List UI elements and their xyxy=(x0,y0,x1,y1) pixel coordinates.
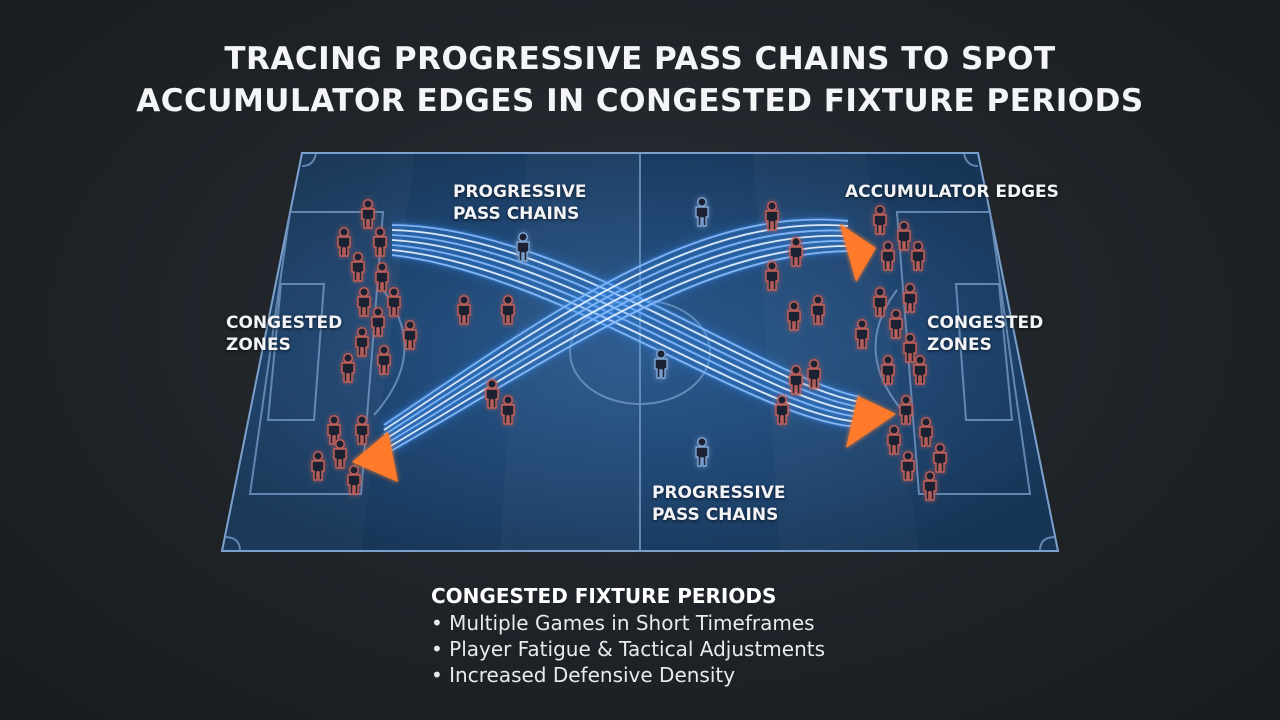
label-progressive-pass-chains-bottom: PROGRESSIVE PASS CHAINS xyxy=(652,483,786,525)
legend-item: Multiple Games in Short Timeframes xyxy=(431,610,825,636)
player-icon xyxy=(923,471,937,501)
title-line-2: ACCUMULATOR EDGES IN CONGESTED FIXTURE P… xyxy=(136,83,1144,119)
player-icon xyxy=(347,465,361,495)
player-icon xyxy=(373,227,387,257)
pass-chain-right-to-left xyxy=(382,217,849,458)
player-icon xyxy=(375,262,389,292)
player-icon xyxy=(913,355,927,385)
player-icon xyxy=(403,320,417,350)
player-icon xyxy=(361,199,375,229)
player-icon xyxy=(881,241,895,271)
player-icon xyxy=(899,395,913,425)
player-icon xyxy=(897,221,911,251)
legend-list: Multiple Games in Short Timeframes Playe… xyxy=(431,610,825,688)
player-icon xyxy=(903,333,917,363)
player-icon xyxy=(787,301,801,331)
player-icon xyxy=(765,201,779,231)
label-congested-zones-right: CONGESTED ZONES xyxy=(927,313,1044,355)
player-icon xyxy=(311,451,325,481)
player-icon xyxy=(765,261,779,291)
player-icon xyxy=(695,197,709,227)
player-icon xyxy=(873,287,887,317)
player-icon xyxy=(775,395,789,425)
player-icon xyxy=(333,439,347,469)
title-line-1: TRACING PROGRESSIVE PASS CHAINS TO SPOT xyxy=(224,41,1056,77)
label-progressive-pass-chains-top: PROGRESSIVE PASS CHAINS xyxy=(453,182,587,224)
player-icon xyxy=(327,415,341,445)
player-icon xyxy=(889,309,903,339)
player-icon xyxy=(501,295,515,325)
legend-title: CONGESTED FIXTURE PERIODS xyxy=(431,584,777,608)
player-icon xyxy=(903,283,917,313)
arrowhead-icon xyxy=(846,396,896,448)
player-icon xyxy=(377,345,391,375)
player-icon xyxy=(881,355,895,385)
player-icon xyxy=(855,319,869,349)
player-icon xyxy=(337,227,351,257)
legend: CONGESTED FIXTURE PERIODS Multiple Games… xyxy=(431,582,825,688)
player-icon xyxy=(516,232,530,262)
legend-item: Player Fatigue & Tactical Adjustments xyxy=(431,636,825,662)
player-icon xyxy=(789,237,803,267)
player-icon xyxy=(919,417,933,447)
player-icon xyxy=(501,395,515,425)
player-icon xyxy=(341,353,355,383)
player-icon xyxy=(355,415,369,445)
legend-item: Increased Defensive Density xyxy=(431,662,825,688)
player-icon xyxy=(357,287,371,317)
player-icon xyxy=(807,359,821,389)
player-icon xyxy=(457,295,471,325)
arrowheads xyxy=(352,224,896,482)
arrowhead-icon xyxy=(352,432,398,482)
player-icon xyxy=(933,443,947,473)
player-icon xyxy=(351,252,365,282)
page-title: TRACING PROGRESSIVE PASS CHAINS TO SPOT … xyxy=(0,38,1280,122)
player-icon xyxy=(911,241,925,271)
label-accumulator-edges: ACCUMULATOR EDGES xyxy=(845,182,1059,202)
player-icon xyxy=(887,425,901,455)
arrowhead-icon xyxy=(840,224,876,282)
player-icon xyxy=(485,379,499,409)
player-icon xyxy=(695,437,709,467)
player-icon xyxy=(355,327,369,357)
player-icon xyxy=(654,349,668,379)
player-icon xyxy=(387,287,401,317)
player-icon xyxy=(873,205,887,235)
player-icon xyxy=(789,365,803,395)
player-icon xyxy=(371,307,385,337)
player-icon xyxy=(811,295,825,325)
player-icon xyxy=(901,451,915,481)
players xyxy=(311,197,947,501)
label-congested-zones-left: CONGESTED ZONES xyxy=(226,313,343,355)
